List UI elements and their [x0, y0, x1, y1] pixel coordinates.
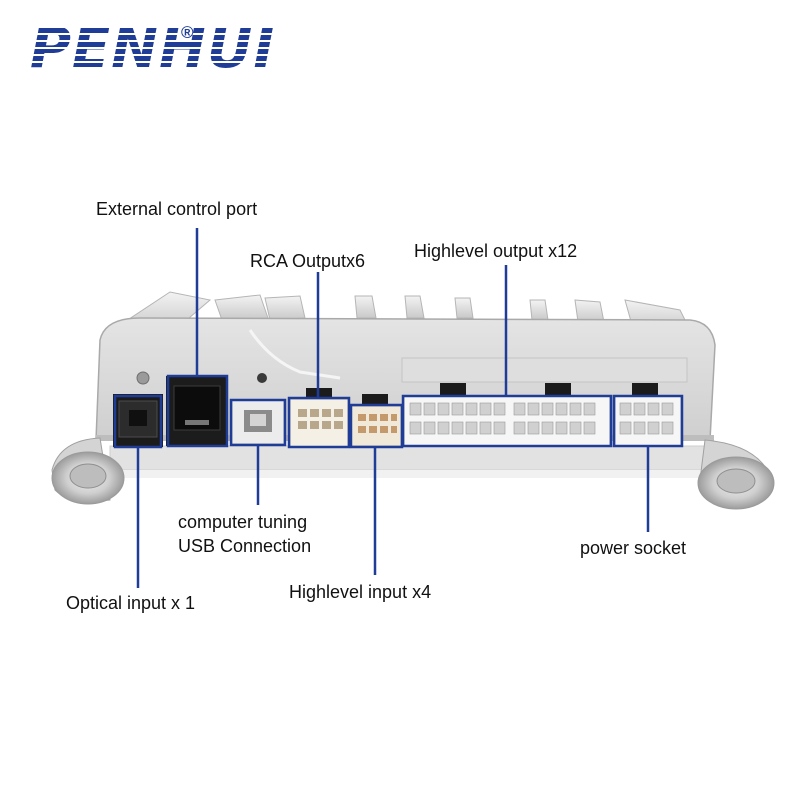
right-mounting-foot — [697, 439, 775, 510]
left-mounting-foot — [51, 437, 125, 505]
brand-logo: PENHUI — [30, 14, 275, 84]
label-power-socket: power socket — [580, 538, 687, 558]
label-usb-line1: computer tuning — [178, 512, 308, 532]
external-control-port — [166, 376, 228, 446]
label-rca-output: RCA Outputx6 — [250, 251, 366, 271]
leader-lines — [136, 228, 650, 588]
label-external-control-port: External control port — [96, 199, 258, 219]
screw-icon — [136, 371, 150, 385]
power-socket-connector — [614, 383, 682, 447]
label-highlevel-input: Highlevel input x4 — [289, 582, 432, 602]
base-plate — [109, 445, 711, 471]
label-highlevel-output: Highlevel output x12 — [414, 241, 578, 261]
registered-mark: ® — [181, 23, 194, 42]
label-usb-line2: USB Connection — [178, 536, 312, 556]
highlevel-output-connector — [403, 383, 611, 447]
optical-input-port — [113, 394, 163, 447]
label-optical-input: Optical input x 1 — [66, 593, 196, 613]
usb-port — [231, 399, 285, 445]
